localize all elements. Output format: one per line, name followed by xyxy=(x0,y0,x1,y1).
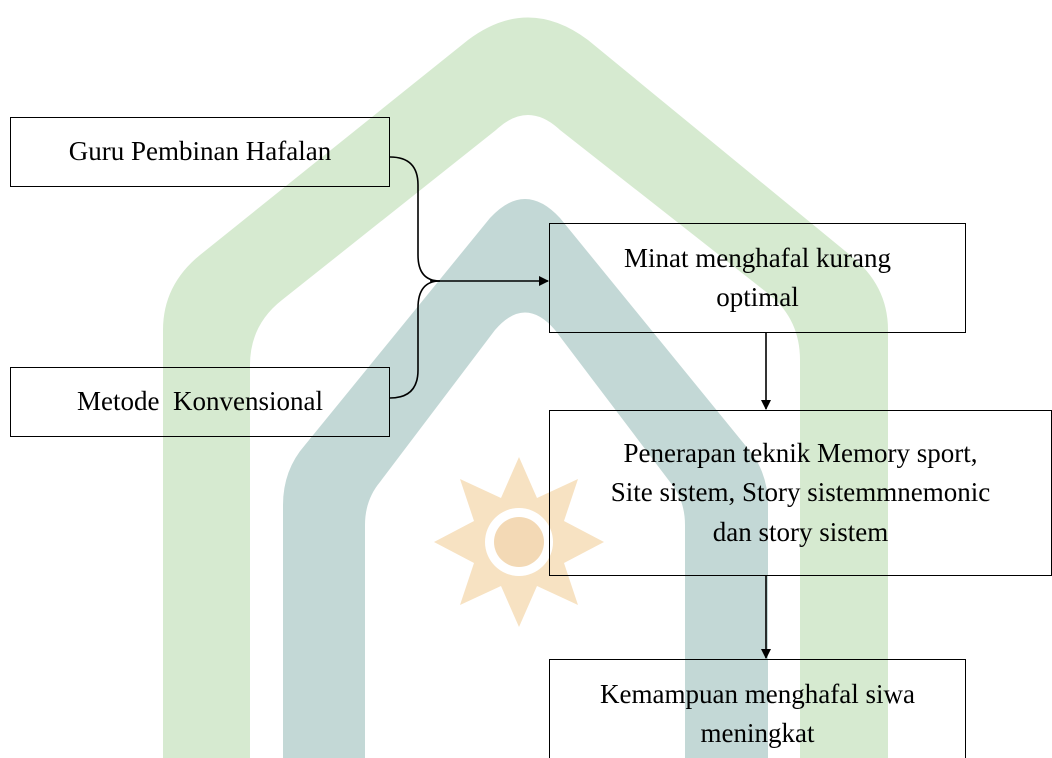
node-guru-label: Guru Pembinan Hafalan xyxy=(68,136,332,167)
node-kemampuan-menghafal: Kemampuan menghafal siwa meningkat xyxy=(549,659,966,758)
connector-metode-to-minat xyxy=(389,280,441,399)
node-minat-line-2: optimal xyxy=(716,282,799,312)
node-penerapan-teknik: Penerapan teknik Memory sport, Site sist… xyxy=(549,410,1052,576)
watermark-star-dot xyxy=(494,517,544,567)
node-kemampuan-line-1: Kemampuan menghafal siwa xyxy=(600,678,915,709)
node-minat-line-1: Minat menghafal kurang xyxy=(624,242,891,273)
node-penerapan-line-1: Penerapan teknik Memory sport, xyxy=(623,438,978,469)
node-metode-label: Metode Konvensional xyxy=(77,386,323,417)
node-kemampuan-line-2: meningkat xyxy=(700,718,815,748)
watermark-outer-arch xyxy=(163,17,888,758)
connector-guru-to-minat xyxy=(389,156,441,282)
node-guru-pembinan-hafalan: Guru Pembinan Hafalan xyxy=(10,117,390,187)
node-penerapan-line-3: dan story sistem xyxy=(712,516,889,547)
watermark-inner-arch xyxy=(283,199,768,758)
node-penerapan-line-2: Site sistem, Story sistemmnemonic xyxy=(610,477,991,508)
node-minat-menghafal: Minat menghafal kurang optimal xyxy=(549,223,966,333)
node-metode-konvensional: Metode Konvensional xyxy=(10,367,390,437)
